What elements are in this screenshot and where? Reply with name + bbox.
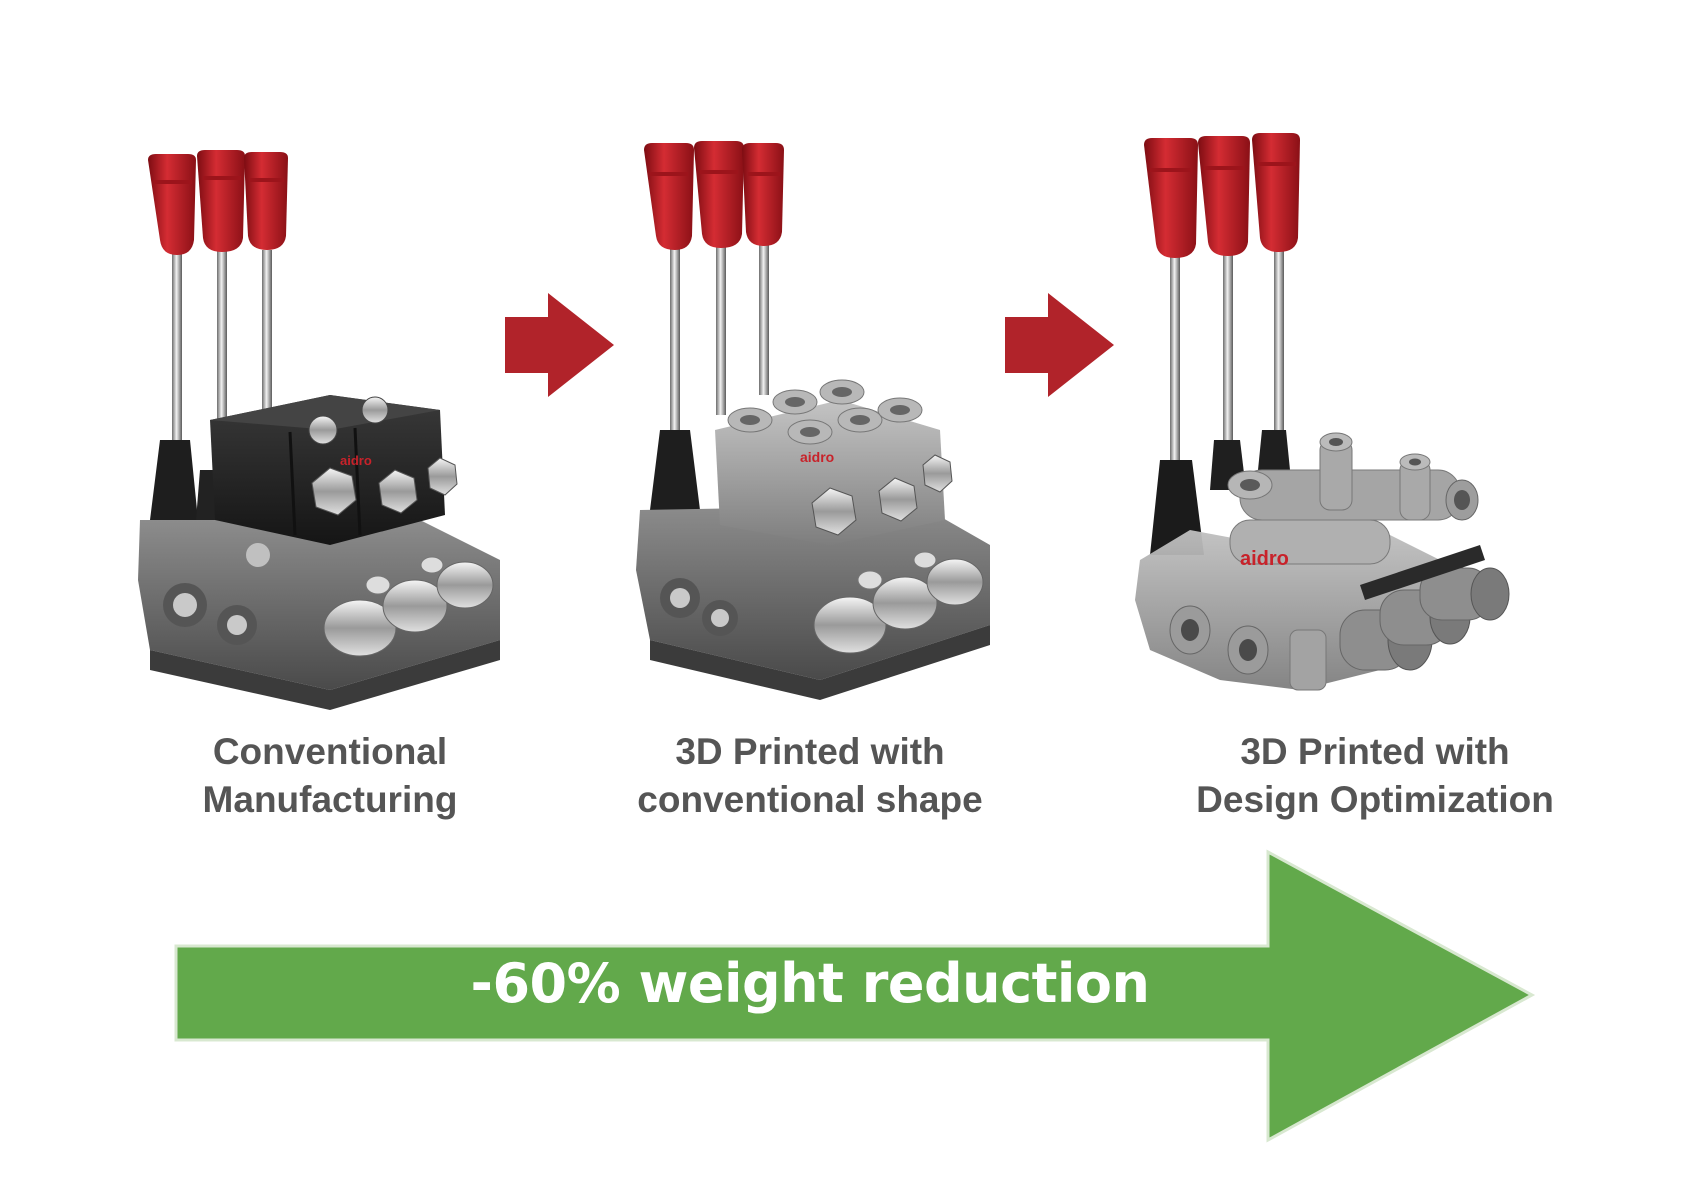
caption-line: conventional shape (637, 779, 983, 820)
caption-design-optimization: 3D Printed with Design Optimization (1140, 728, 1610, 824)
weight-reduction-label: -60% weight reduction (470, 952, 1150, 1015)
lever-handles (644, 141, 784, 450)
spool-caps (323, 556, 494, 657)
caption-line: Conventional (212, 731, 448, 772)
spool-caps (813, 551, 984, 654)
caption-conventional: Conventional Manufacturing (130, 728, 530, 824)
brand-logo-3: aidro (1240, 548, 1289, 570)
caption-line: 3D Printed with (675, 731, 945, 772)
caption-line: Manufacturing (202, 779, 458, 820)
red-arrow-icon (505, 293, 614, 397)
red-arrow-icon (1005, 293, 1114, 397)
brand-logo-1: aidro (340, 453, 372, 468)
caption-line: 3D Printed with (1240, 731, 1510, 772)
spool-caps (1339, 545, 1510, 671)
lever-handles (148, 150, 288, 460)
valve-3d-printed-conventional-image: aidro (636, 141, 990, 700)
caption-line: Design Optimization (1196, 779, 1554, 820)
valve-conventional-image: aidro (138, 150, 500, 710)
lever-handles (1144, 133, 1300, 480)
green-arrow-icon (174, 849, 1536, 1143)
caption-3d-printed-conventional: 3D Printed with conventional shape (600, 728, 1020, 824)
valve-design-optimization-image: aidro (1135, 133, 1510, 691)
brand-logo-2: aidro (800, 449, 834, 465)
